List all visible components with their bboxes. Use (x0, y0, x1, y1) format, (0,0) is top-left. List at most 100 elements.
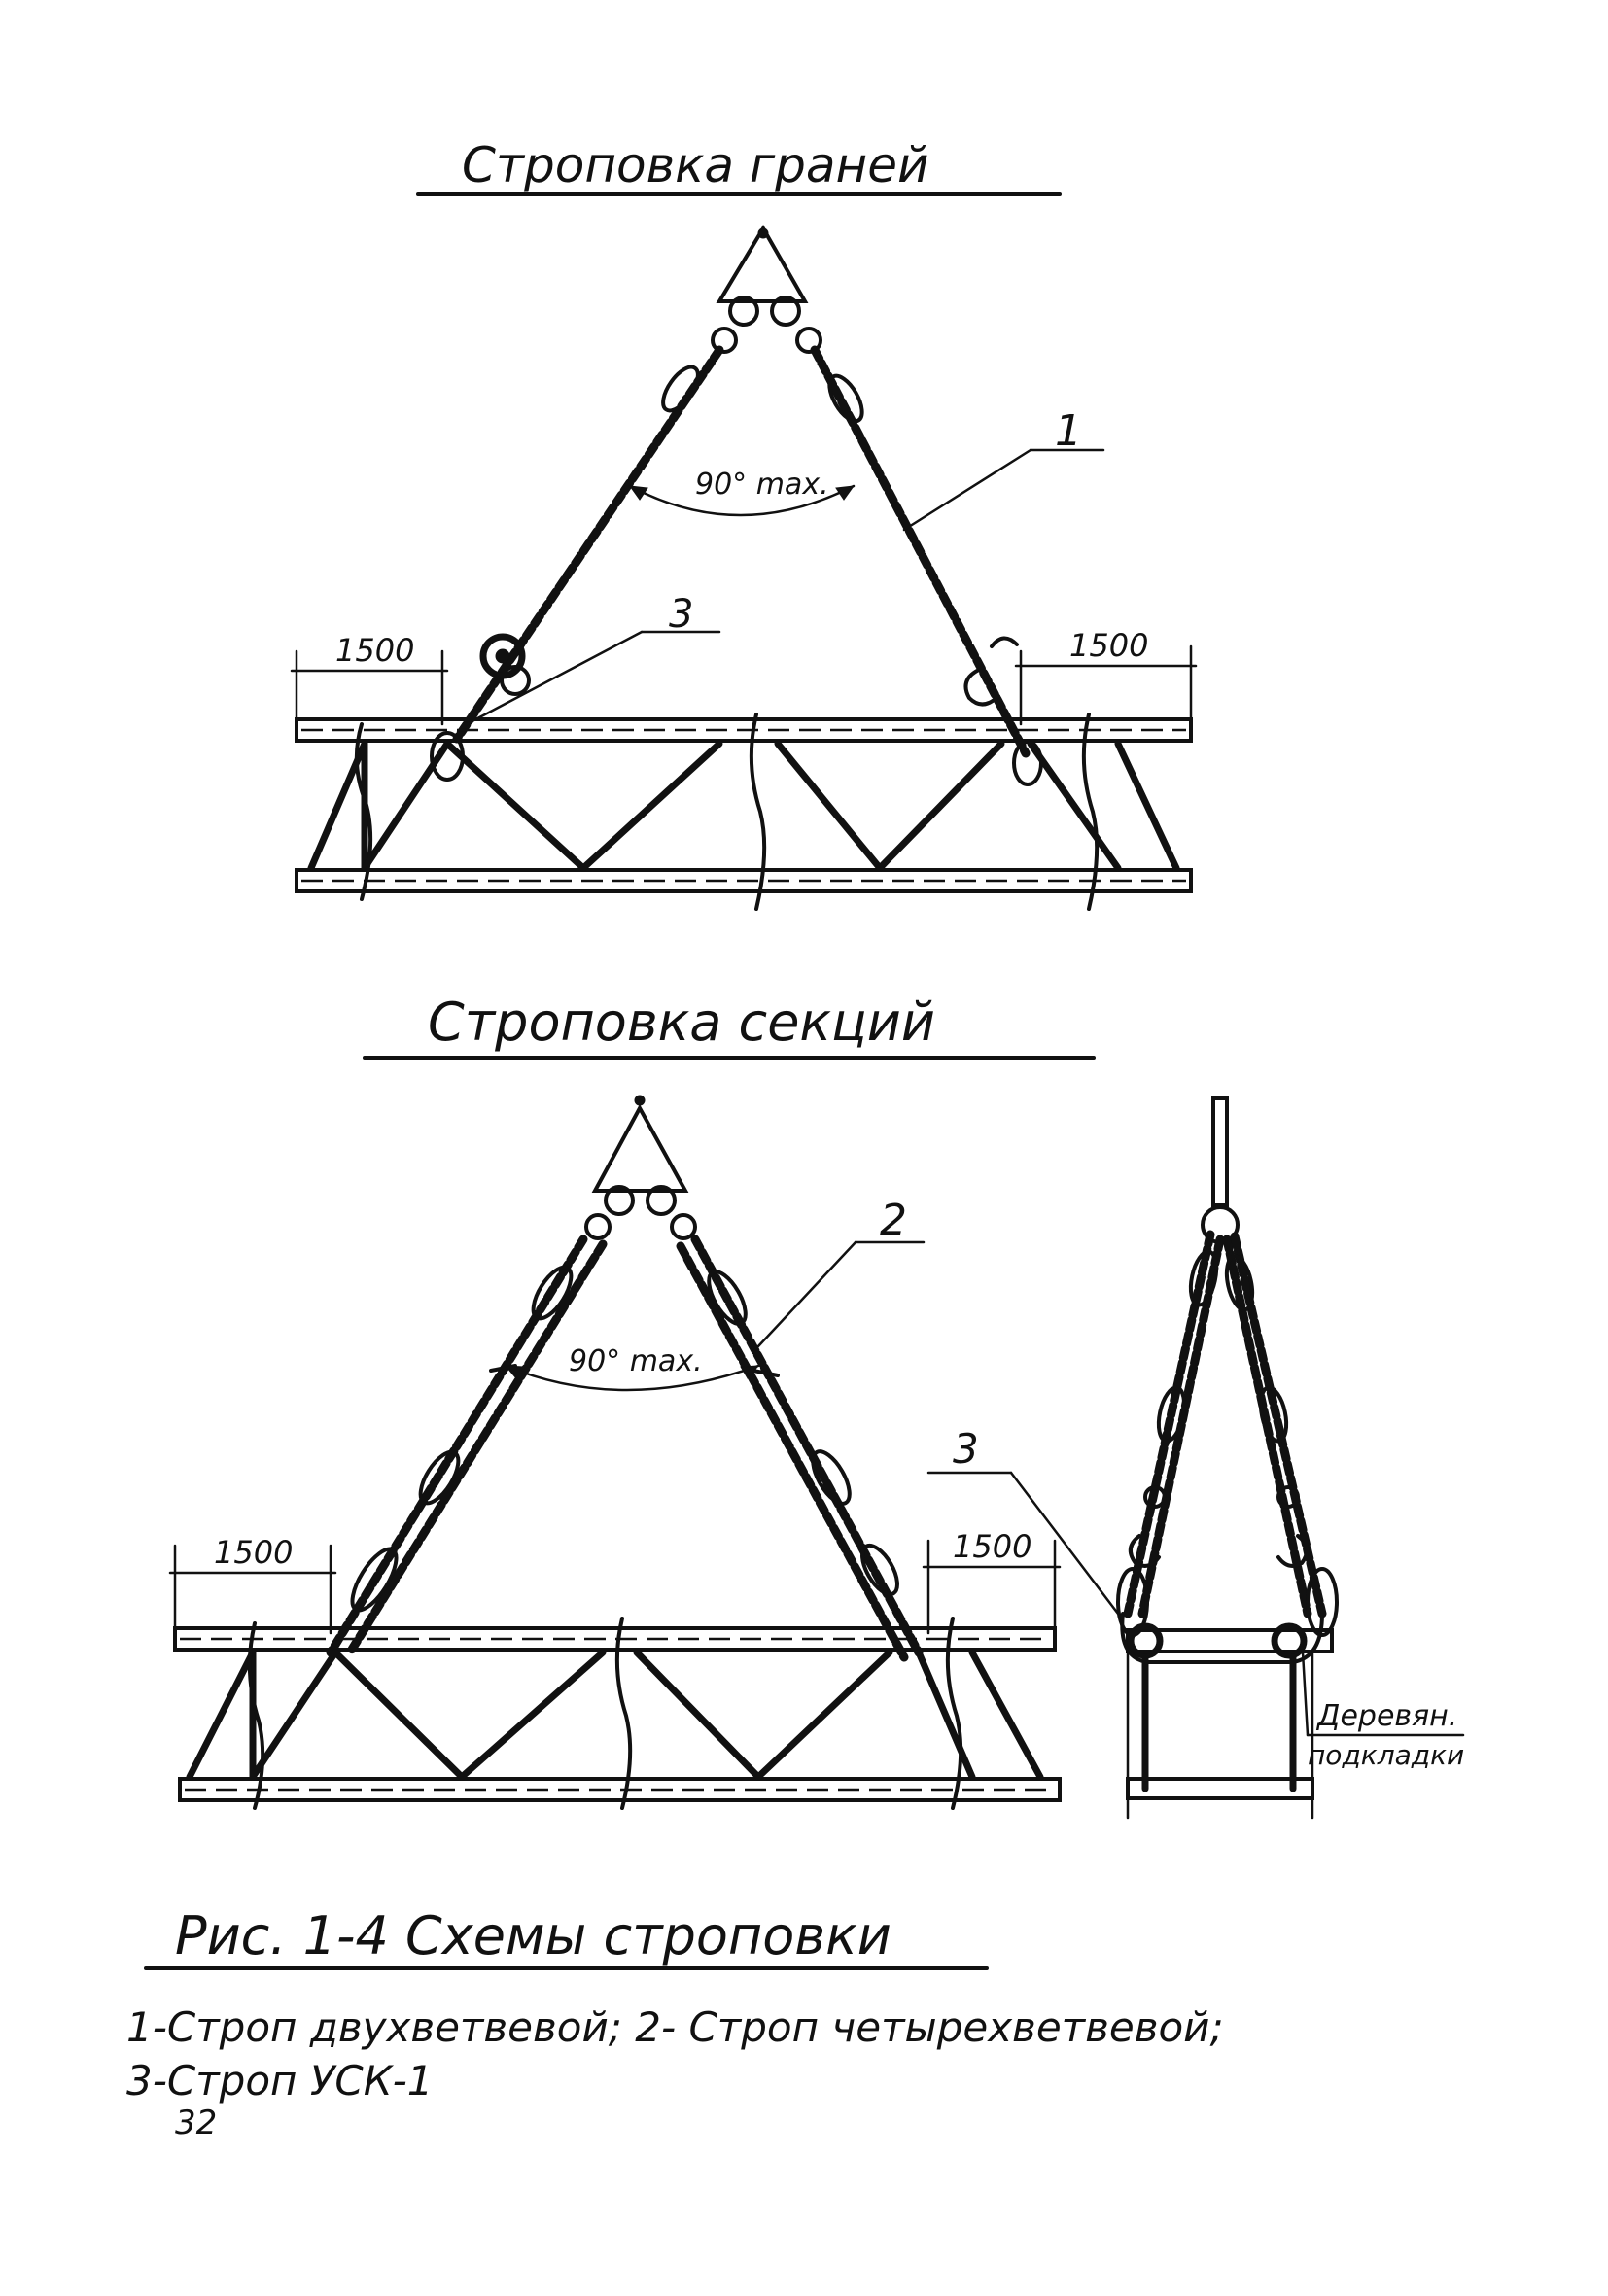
caption-group: Рис. 1-4 Схемы строповки 1-Строп двухвет… (126, 1905, 1224, 2142)
figure-caption: Рис. 1-4 Схемы строповки (175, 1905, 891, 1966)
bottom-shackle-right (646, 1185, 677, 1216)
bottom-eye-right-mid (811, 1449, 852, 1506)
bottom-truss-break-mid (614, 1617, 633, 1810)
top-angle-arrow-left (628, 485, 648, 501)
top-lifting-triangle (716, 225, 809, 303)
side-ring-left (1143, 1485, 1167, 1509)
bottom-angle-arrow-left (504, 1365, 524, 1379)
bottom-angle-arrow-right (740, 1365, 760, 1379)
bottom-truss-diag-7 (249, 1649, 339, 1781)
bottom-sling-leg-left-a (326, 1235, 588, 1657)
side-bottom-plate (1126, 1777, 1314, 1800)
bottom-lifting-triangle (591, 1103, 689, 1193)
side-pad-label-2: подкладки (1308, 1739, 1464, 1771)
top-shackle-left (728, 296, 759, 327)
top-callout-3: 3 (669, 592, 693, 637)
top-hook-point (757, 227, 769, 239)
top-callout-1-leader (902, 448, 1032, 532)
bottom-dim-right: 1500 (953, 1528, 1031, 1565)
bottom-shackle-left-2 (584, 1213, 612, 1240)
bottom-sling-leg-right-b (676, 1241, 909, 1662)
legend-line-1: 1-Строп двухветвевой; 2- Строп четырехве… (126, 2003, 1224, 2051)
top-eye-left (661, 365, 700, 413)
bottom-truss-bottom-chord (178, 1777, 1062, 1802)
bottom-eye-left-mid (418, 1449, 461, 1506)
title-middle: Строповка секций (428, 991, 935, 1053)
side-eye-right-2 (1258, 1385, 1289, 1444)
bottom-truss-end-left (186, 1649, 257, 1781)
bottom-truss-diag-3 (458, 1649, 607, 1781)
side-leg-left-a (1123, 1230, 1215, 1618)
top-ring-lower-left (500, 665, 531, 696)
top-angle-arrow-right (835, 485, 856, 501)
bottom-sling-leg-left-b (345, 1239, 608, 1657)
side-callout-3: 3 (953, 1425, 979, 1473)
bottom-callout-2-leader (756, 1240, 857, 1348)
top-shackle-right (770, 296, 801, 327)
top-hook-lower-right (963, 669, 1000, 707)
side-hook-right (1276, 1534, 1310, 1568)
side-pad-right (1271, 1622, 1308, 1659)
side-callout-3-leader (1009, 1471, 1120, 1616)
top-dim-left: 1500 (335, 632, 414, 669)
top-truss (295, 713, 1193, 911)
bottom-truss-diag-4 (633, 1649, 762, 1781)
top-truss-break-left (354, 722, 373, 901)
bottom-truss-top-chord (173, 1626, 1057, 1652)
side-eye-right-1 (1224, 1254, 1255, 1312)
top-truss-diag-5 (876, 740, 1005, 872)
top-truss-diag-6 (1027, 740, 1122, 872)
bottom-truss-diag-2 (332, 1649, 466, 1781)
side-pad-leader (1301, 1651, 1310, 1737)
top-hook-lower-right-2 (990, 636, 1019, 648)
side-pad-label-1: Деревян. (1315, 1699, 1457, 1733)
bottom-eye-left-top (531, 1265, 574, 1321)
page-number: 32 (175, 2104, 217, 2142)
title-top: Строповка граней (462, 137, 928, 193)
top-callout-3-leader (465, 630, 644, 726)
top-truss-bottom-chord (295, 868, 1193, 893)
bottom-eye-right-low (860, 1543, 899, 1597)
bottom-truss-diag-5 (754, 1649, 893, 1781)
bottom-truss (173, 1617, 1062, 1810)
top-truss-break-right (1081, 713, 1100, 911)
bottom-clamp-right (752, 1369, 780, 1377)
side-sling-wrap (1120, 1612, 1324, 1664)
bottom-shackle-right-2 (670, 1213, 697, 1240)
top-sling-leg-right (810, 345, 1031, 758)
bottom-eye-left-low (350, 1547, 399, 1613)
legend-line-2: 3-Строп УСК-1 (126, 2057, 433, 2105)
top-truss-diag-4 (774, 740, 884, 872)
side-hook-rod (1211, 1096, 1229, 1207)
bottom-angle-label: 90° max. (569, 1344, 703, 1378)
bottom-truss-break-right (945, 1617, 963, 1810)
top-truss-end-right (1114, 740, 1180, 872)
top-eye-right (827, 373, 864, 424)
top-angle-arc (628, 484, 856, 517)
bottom-truss-diag-6 (915, 1649, 976, 1781)
top-diagram: 90° max. 1 3 1500 1500 (290, 225, 1198, 911)
bottom-truss-break-left (247, 1621, 265, 1810)
bottom-hook-point (634, 1095, 646, 1106)
side-wrap-right (1306, 1567, 1339, 1637)
top-truss-diag-2 (443, 740, 587, 872)
title-middle-group: Строповка секций (363, 991, 1096, 1060)
side-hook-left (1128, 1534, 1161, 1568)
title-top-group: Строповка граней (416, 137, 1062, 196)
top-truss-top-chord (295, 717, 1193, 743)
bottom-angle-arc (504, 1364, 760, 1392)
top-dim-right: 1500 (1069, 627, 1148, 664)
bottom-callout-2: 2 (880, 1196, 907, 1245)
bottom-truss-end-right (968, 1649, 1044, 1781)
top-truss-diag-3 (579, 740, 723, 872)
top-angle-label: 90° max. (695, 468, 829, 502)
top-truss-diag-7 (361, 740, 451, 872)
side-leg-right-a (1222, 1235, 1312, 1618)
top-shackle-right-2 (795, 327, 822, 354)
side-eye-left-2 (1156, 1385, 1187, 1444)
bottom-dim-left: 1500 (214, 1534, 293, 1571)
top-callout-1: 1 (1055, 406, 1082, 456)
bottom-sling-leg-right-a (690, 1235, 924, 1657)
bottom-diagram: 90° max. 2 1500 1500 (168, 1095, 1062, 1810)
